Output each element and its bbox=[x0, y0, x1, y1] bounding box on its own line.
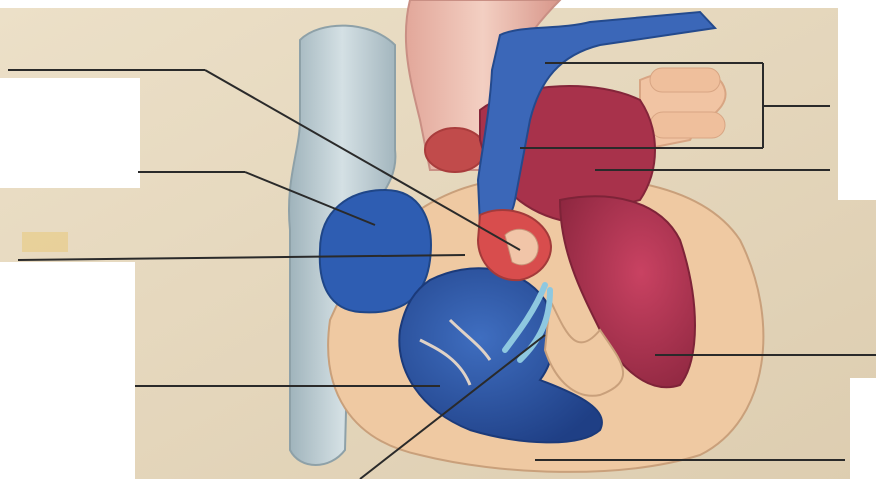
pulmonary-vein-lower bbox=[650, 112, 725, 138]
blank-right-bot bbox=[850, 378, 876, 479]
aorta-opening bbox=[425, 128, 485, 172]
blank-left-mid bbox=[0, 262, 135, 479]
blank-left-top bbox=[0, 78, 140, 188]
blank-right-top bbox=[838, 0, 876, 200]
small-tag bbox=[22, 232, 68, 252]
pulmonary-vein-upper bbox=[650, 68, 720, 92]
